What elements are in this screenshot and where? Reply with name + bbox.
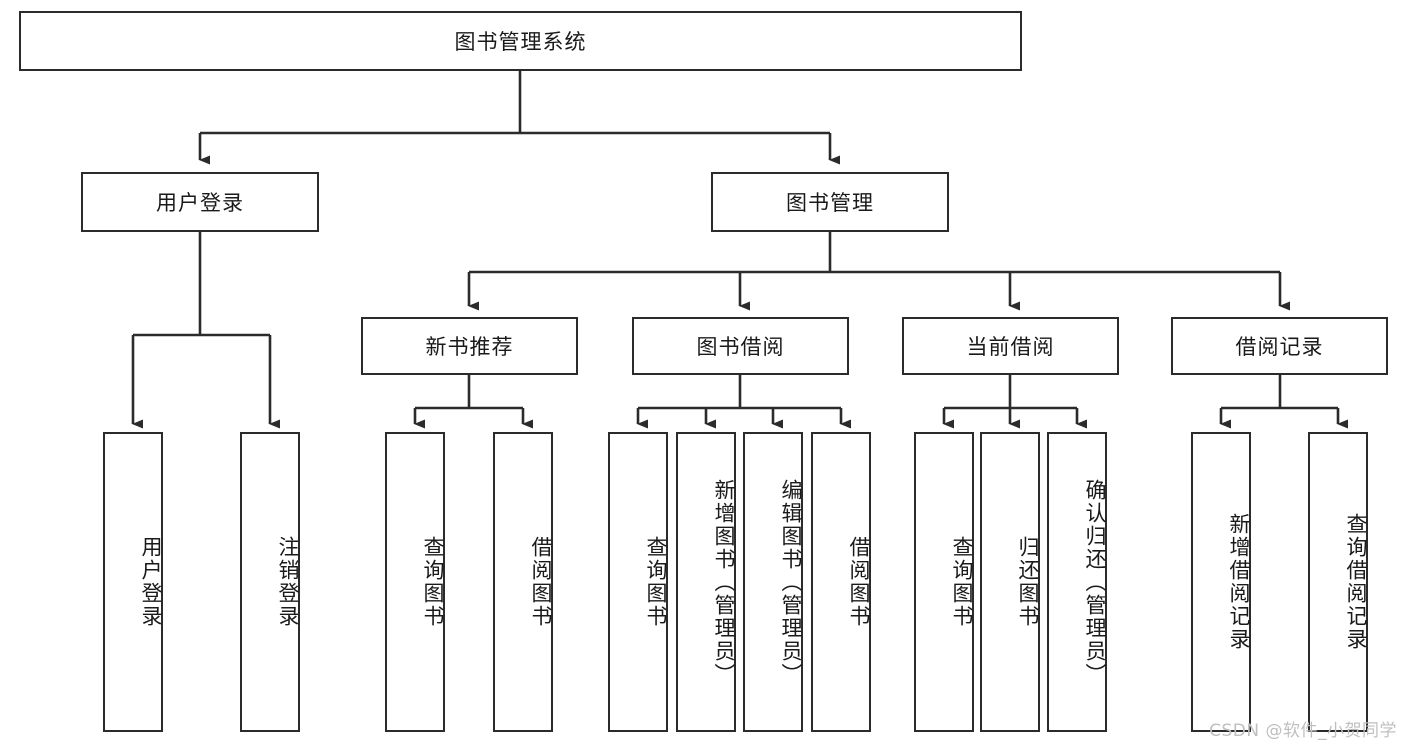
- node-book-borrow-label: 图书借阅: [696, 335, 785, 359]
- node-book-manage-label: 图书管理: [786, 191, 874, 215]
- node-book-manage[interactable]: 图书管理: [711, 172, 949, 232]
- leaf-user-login[interactable]: 用户登录: [103, 432, 163, 732]
- leaf-user-login-label: 用户登录: [139, 536, 163, 628]
- node-borrow-record[interactable]: 借阅记录: [1171, 317, 1388, 375]
- node-user-login-label: 用户登录: [156, 191, 244, 215]
- leaf-borrow-book-2[interactable]: 借阅图书: [811, 432, 871, 732]
- leaf-query-book-2[interactable]: 查询图书: [608, 432, 668, 732]
- leaf-add-book-label: 新增图书（管理员）: [712, 478, 736, 686]
- node-root[interactable]: 图书管理系统: [19, 11, 1022, 71]
- leaf-borrow-book-1-label: 借阅图书: [529, 536, 553, 628]
- leaf-borrow-book-2-label: 借阅图书: [847, 536, 871, 628]
- leaf-logout-label: 注销登录: [276, 536, 300, 628]
- node-current-borrow[interactable]: 当前借阅: [902, 317, 1119, 375]
- node-new-book-rec-label: 新书推荐: [425, 335, 514, 359]
- leaf-query-record-label: 查询借阅记录: [1344, 513, 1368, 651]
- leaf-query-book-3[interactable]: 查询图书: [914, 432, 974, 732]
- node-borrow-record-label: 借阅记录: [1235, 335, 1324, 359]
- leaf-return-book[interactable]: 归还图书: [980, 432, 1040, 732]
- leaf-add-book[interactable]: 新增图书（管理员）: [676, 432, 736, 732]
- leaf-logout[interactable]: 注销登录: [240, 432, 300, 732]
- leaf-return-book-label: 归还图书: [1016, 536, 1040, 628]
- node-user-login[interactable]: 用户登录: [81, 172, 319, 232]
- node-root-label: 图书管理系统: [454, 30, 587, 54]
- leaf-query-book-3-label: 查询图书: [950, 536, 974, 628]
- node-new-book-rec[interactable]: 新书推荐: [361, 317, 578, 375]
- leaf-confirm-return[interactable]: 确认归还（管理员）: [1047, 432, 1107, 732]
- leaf-edit-book[interactable]: 编辑图书（管理员）: [743, 432, 803, 732]
- leaf-query-book-2-label: 查询图书: [644, 536, 668, 628]
- leaf-confirm-return-label: 确认归还（管理员）: [1083, 478, 1107, 686]
- leaf-borrow-book-1[interactable]: 借阅图书: [493, 432, 553, 732]
- node-current-borrow-label: 当前借阅: [966, 335, 1055, 359]
- leaf-add-record[interactable]: 新增借阅记录: [1191, 432, 1251, 732]
- leaf-edit-book-label: 编辑图书（管理员）: [779, 478, 803, 686]
- leaf-query-book-1[interactable]: 查询图书: [385, 432, 445, 732]
- leaf-query-book-1-label: 查询图书: [421, 536, 445, 628]
- leaf-add-record-label: 新增借阅记录: [1227, 513, 1251, 651]
- node-book-borrow[interactable]: 图书借阅: [632, 317, 849, 375]
- leaf-query-record[interactable]: 查询借阅记录: [1308, 432, 1368, 732]
